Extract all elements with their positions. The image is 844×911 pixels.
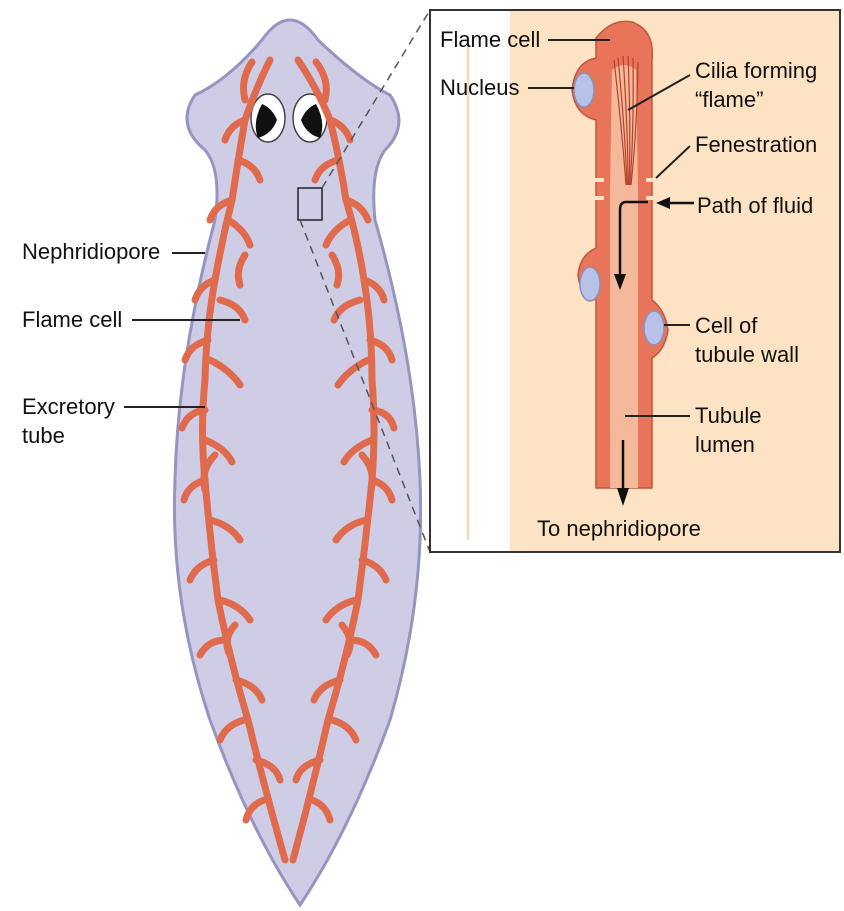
left-eye-icon xyxy=(251,94,285,142)
svg-text:Cilia forming: Cilia forming xyxy=(695,58,817,83)
label-nephridiopore: Nephridiopore xyxy=(22,239,205,264)
svg-text:Flame cell: Flame cell xyxy=(440,27,540,52)
svg-text:Flame cell: Flame cell xyxy=(22,307,122,332)
svg-text:“flame”: “flame” xyxy=(695,87,763,112)
svg-text:Path of fluid: Path of fluid xyxy=(697,193,813,218)
svg-text:Nephridiopore: Nephridiopore xyxy=(22,239,160,264)
fenestration-left xyxy=(594,178,604,182)
nucleus-right xyxy=(644,311,664,345)
svg-text:tubule wall: tubule wall xyxy=(695,342,799,367)
svg-text:Excretory: Excretory xyxy=(22,394,115,419)
svg-text:tube: tube xyxy=(22,423,65,448)
svg-text:Cell of: Cell of xyxy=(695,313,758,338)
fenestration-right xyxy=(646,178,656,182)
inset-label-to-nephridiopore: To nephridiopore xyxy=(537,516,701,541)
svg-text:Fenestration: Fenestration xyxy=(695,132,817,157)
svg-text:Tubule: Tubule xyxy=(695,403,761,428)
svg-text:lumen: lumen xyxy=(695,432,755,457)
flame-cell-inset: Flame cell Nucleus Cilia forming “flame”… xyxy=(430,10,840,552)
nucleus-top xyxy=(574,73,594,107)
svg-text:Nucleus: Nucleus xyxy=(440,75,519,100)
nucleus-mid-left xyxy=(580,267,600,301)
